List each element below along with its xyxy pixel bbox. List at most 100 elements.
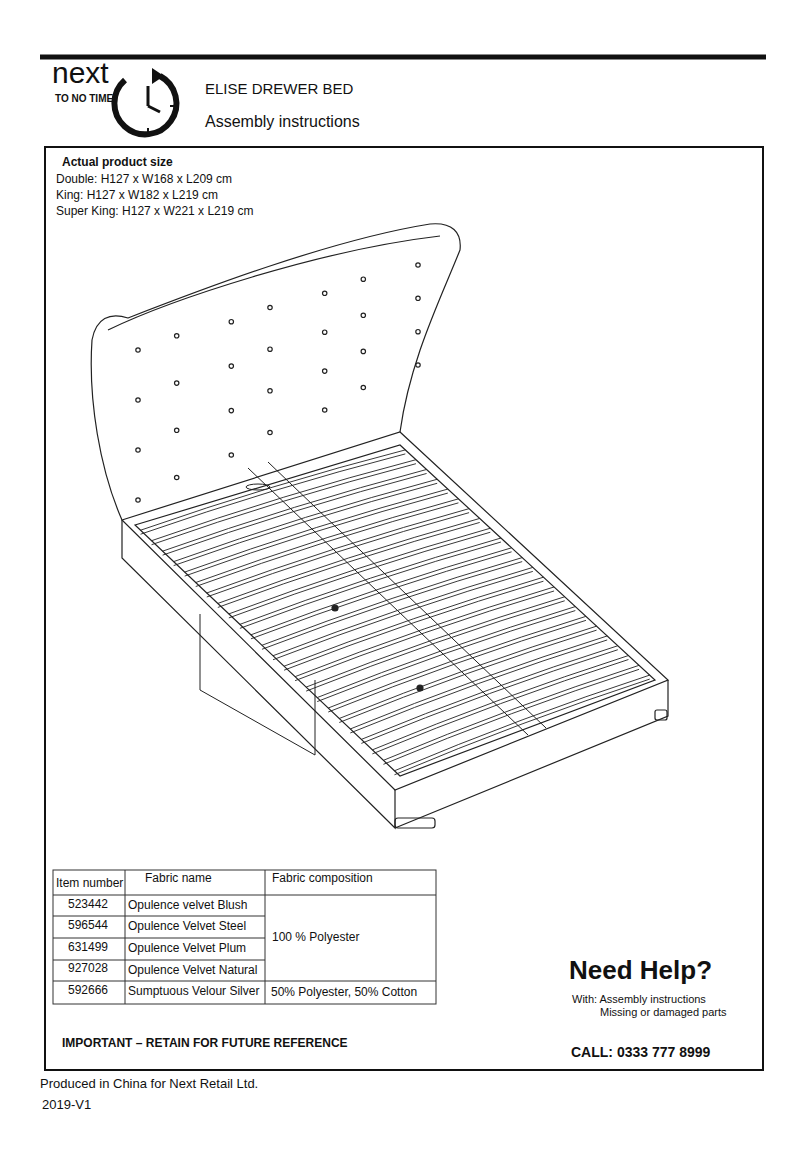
- bed-slat: [328, 616, 586, 708]
- help-text: Missing or damaged parts: [600, 1006, 727, 1019]
- tuft-button: [136, 398, 140, 402]
- table-cell: 596544: [68, 919, 108, 933]
- bed-slat: [218, 518, 480, 603]
- bed-slat: [317, 607, 575, 698]
- tuft-button: [323, 291, 327, 295]
- size-line: Double: H127 x W168 x L209 cm: [56, 173, 232, 187]
- help-text: With: Assembly instructions: [572, 993, 706, 1006]
- table-cell: Opulence Velvet Steel: [128, 920, 246, 934]
- bed-slat: [163, 473, 427, 555]
- table-cell: 631499: [68, 941, 108, 955]
- bed-slat: [328, 620, 586, 712]
- bed-slat: [317, 611, 575, 702]
- size-line: King: H127 x W182 x L219 cm: [56, 189, 218, 203]
- bed-slat: [361, 650, 617, 744]
- table-cell: 592666: [68, 984, 108, 998]
- footer-text: 2019-V1: [42, 1098, 91, 1113]
- bed-slat: [196, 499, 459, 583]
- bed-slat: [185, 493, 448, 576]
- bed-slat: [240, 542, 501, 628]
- bed-slat: [350, 636, 607, 729]
- notice: IMPORTANT – RETAIN FOR FUTURE REFERENCE: [62, 1037, 348, 1051]
- tuft-button: [175, 475, 179, 479]
- bed-slat: [196, 503, 459, 587]
- logo-word: next: [52, 56, 109, 91]
- bed-slat: [306, 601, 565, 691]
- tuft-button: [175, 381, 179, 385]
- bed-slat: [383, 665, 639, 760]
- bed-slat: [262, 558, 522, 646]
- bed-slat: [339, 630, 596, 722]
- table-cell: Opulence velvet Blush: [128, 899, 247, 913]
- tuft-button: [229, 320, 233, 324]
- bed-slat: [174, 483, 438, 565]
- doc-subtitle: Assembly instructions: [205, 113, 360, 131]
- tuft-button: [229, 453, 233, 457]
- bed-slat: [383, 669, 639, 764]
- bed-slat: [251, 548, 512, 635]
- tuft-button: [268, 347, 272, 351]
- tuft-button: [323, 330, 327, 334]
- table-cell: 523442: [68, 898, 108, 912]
- bed-slat: [295, 591, 554, 681]
- bed-illustration: [91, 224, 668, 828]
- bed-slat: [350, 640, 607, 733]
- bed-slat: [339, 626, 596, 718]
- bed-slat: [141, 454, 406, 534]
- tuft-button: [361, 313, 365, 317]
- tuft-button: [136, 448, 140, 452]
- tuft-button: [361, 349, 365, 353]
- bed-slat: [240, 538, 501, 624]
- tuft-button: [268, 305, 272, 309]
- bed-slat: [152, 464, 416, 545]
- tuft-button: [361, 385, 365, 389]
- bed-slat: [273, 567, 533, 655]
- tuft-button: [416, 363, 420, 367]
- tuft-button: [175, 334, 179, 338]
- tuft-button: [136, 498, 140, 502]
- table-header: Fabric name: [145, 872, 212, 886]
- tuft-button: [268, 389, 272, 393]
- footer-text: Produced in China for Next Retail Ltd.: [40, 1077, 258, 1092]
- bed-slat: [306, 597, 565, 687]
- bed-slat: [251, 552, 512, 639]
- bed-slat: [372, 656, 628, 750]
- bed-slat: [229, 532, 490, 618]
- bed-slat: [361, 646, 617, 740]
- table-cell: Sumptuous Velour Silver: [128, 985, 259, 999]
- bed-slat: [218, 522, 480, 607]
- table-header: Item number: [56, 877, 123, 891]
- logo-tagline: TO NO TIME: [55, 93, 113, 105]
- content-frame: [45, 147, 763, 1070]
- tuft-button: [416, 263, 420, 267]
- tuft-button: [229, 408, 233, 412]
- table-header: Fabric composition: [272, 872, 373, 886]
- tuft-button: [229, 364, 233, 368]
- tuft-button: [361, 277, 365, 281]
- table-cell: Opulence Velvet Plum: [128, 942, 246, 956]
- help-heading: Need Help?: [569, 956, 712, 986]
- bed-slat: [229, 528, 490, 614]
- table-cell: 927028: [68, 962, 108, 976]
- table-cell: Opulence Velvet Natural: [128, 964, 257, 978]
- bed-slat: [295, 587, 554, 677]
- tuft-button: [268, 430, 272, 434]
- table-cell: 50% Polyester, 50% Cotton: [271, 986, 417, 1000]
- tuft-button: [136, 348, 140, 352]
- bed-slat: [394, 679, 649, 775]
- tuft-button: [323, 369, 327, 373]
- bed-slat: [207, 513, 469, 597]
- table-cell: 100 % Polyester: [272, 931, 359, 945]
- bed-slat: [185, 489, 448, 572]
- tuft-button: [416, 296, 420, 300]
- doc-title: ELISE DREWER BED: [205, 80, 353, 97]
- size-heading: Actual product size: [62, 156, 173, 170]
- tuft-button: [416, 330, 420, 334]
- phone-number: CALL: 0333 777 8999: [571, 1044, 710, 1060]
- tuft-button: [323, 408, 327, 412]
- size-line: Super King: H127 x W221 x L219 cm: [56, 205, 253, 219]
- bed-slat: [394, 675, 649, 771]
- bed-slat: [284, 577, 543, 666]
- fabric-table: [53, 870, 436, 1004]
- bed-slat: [207, 509, 469, 593]
